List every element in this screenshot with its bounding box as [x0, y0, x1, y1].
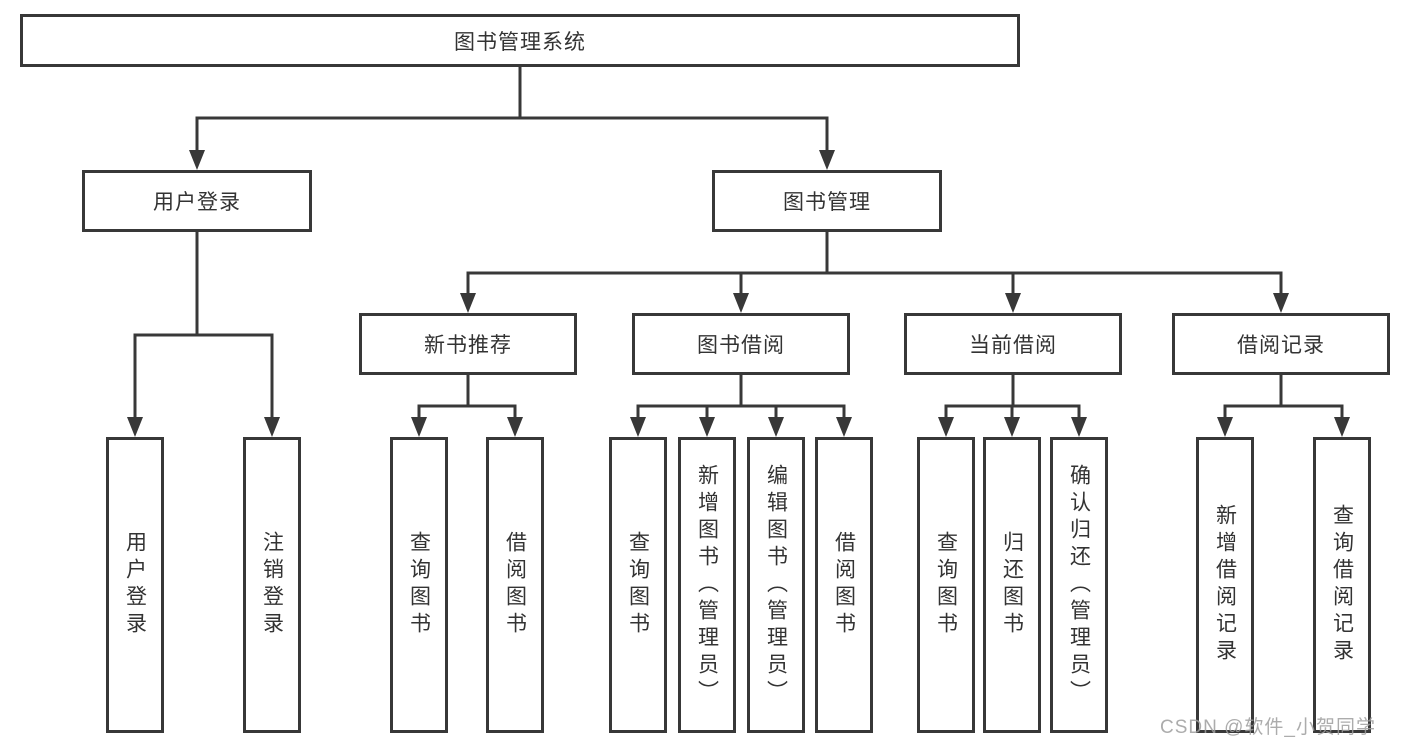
node-library-system-label: 图书管理系统 — [454, 30, 586, 54]
leaf-add-book-admin: 新增图书（管理员） — [678, 437, 736, 733]
node-borrowing-records: 借阅记录 — [1172, 313, 1390, 375]
leaf-query-books-borrowing: 查询图书 — [609, 437, 667, 733]
node-book-management-label: 图书管理 — [783, 191, 871, 214]
leaf-add-borrow-record: 新增借阅记录 — [1196, 437, 1254, 733]
leaf-borrow-books-label: 借阅图书 — [832, 531, 856, 639]
csdn-watermark: CSDN @软件_小贺同学 — [1160, 717, 1376, 738]
leaf-confirm-return-admin-label: 确认归还（管理员） — [1067, 463, 1091, 707]
node-new-book-recommend-label: 新书推荐 — [424, 334, 512, 357]
node-borrowing-records-label: 借阅记录 — [1237, 334, 1325, 357]
leaf-return-books: 归还图书 — [983, 437, 1041, 733]
leaf-borrow-books-recommend-label: 借阅图书 — [503, 531, 527, 639]
node-user-login-label: 用户登录 — [153, 191, 241, 214]
leaf-query-books-current: 查询图书 — [917, 437, 975, 733]
node-current-borrowing: 当前借阅 — [904, 313, 1122, 375]
node-book-borrowing-label: 图书借阅 — [697, 334, 785, 357]
leaf-return-books-label: 归还图书 — [1000, 531, 1024, 639]
node-book-borrowing: 图书借阅 — [632, 313, 850, 375]
node-user-login: 用户登录 — [82, 170, 312, 232]
leaf-query-books-borrowing-label: 查询图书 — [626, 531, 650, 639]
leaf-query-books-recommend-label: 查询图书 — [407, 531, 431, 639]
leaf-query-borrow-record: 查询借阅记录 — [1313, 437, 1371, 733]
leaf-logout: 注销登录 — [243, 437, 301, 733]
leaf-query-books-current-label: 查询图书 — [934, 531, 958, 639]
leaf-user-login: 用户登录 — [106, 437, 164, 733]
node-current-borrowing-label: 当前借阅 — [969, 334, 1057, 357]
leaf-query-borrow-record-label: 查询借阅记录 — [1330, 504, 1354, 666]
leaf-borrow-books: 借阅图书 — [815, 437, 873, 733]
leaf-borrow-books-recommend: 借阅图书 — [486, 437, 544, 733]
leaf-user-login-label: 用户登录 — [123, 531, 147, 639]
leaf-add-book-admin-label: 新增图书（管理员） — [695, 463, 719, 707]
node-book-management: 图书管理 — [712, 170, 942, 232]
leaf-query-books-recommend: 查询图书 — [390, 437, 448, 733]
node-library-system: 图书管理系统 — [20, 14, 1020, 67]
leaf-edit-book-admin: 编辑图书（管理员） — [747, 437, 805, 733]
node-new-book-recommend: 新书推荐 — [359, 313, 577, 375]
leaf-add-borrow-record-label: 新增借阅记录 — [1213, 504, 1237, 666]
leaf-confirm-return-admin: 确认归还（管理员） — [1050, 437, 1108, 733]
leaf-logout-label: 注销登录 — [260, 531, 284, 639]
leaf-edit-book-admin-label: 编辑图书（管理员） — [764, 463, 788, 707]
